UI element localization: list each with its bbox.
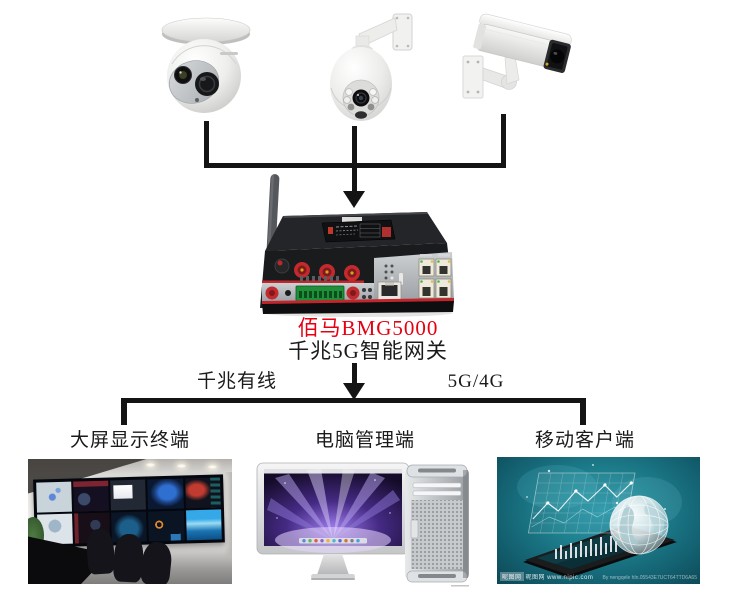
gateway-subtitle-label: 千兆5G智能网关 [288,339,448,363]
link-ptz-to-gateway [352,126,357,192]
bullet-housing [473,13,572,73]
screen-tile [148,509,185,541]
arrow-to-terminals-icon [343,383,365,400]
nipic-watermark-right: By nengqele hln.05543E7UCT64TTD6A65 [602,575,697,581]
monitor-stand [317,554,349,575]
cinema-display [256,462,410,555]
ceiling-light [176,464,186,468]
ir-led-ring [343,88,379,111]
screen-tile [73,480,110,511]
dome-camera-image [150,16,262,122]
led-column [384,264,394,280]
terminal-block [295,285,345,302]
wall-mount-plate [392,13,413,51]
office-chair [112,533,144,583]
sma-antenna-connectors [294,262,360,281]
ceiling-light [146,463,156,467]
perforated-grille [411,500,463,569]
terminal-bus-left-drop [121,398,127,425]
link-dome-to-bus [204,121,209,168]
tower-handle [418,468,456,473]
screen-tile [185,508,222,540]
hologram-line-chart [532,482,632,520]
camera-brand-mark [220,52,238,55]
camera-bus-line [204,163,506,168]
menu-bar [264,469,402,474]
office-chair [140,540,173,584]
wall-bracket [462,55,484,99]
terminal-label-mobile: 移动客户端 [534,430,635,451]
terminal-label-pc: 电脑管理端 [314,430,415,451]
hologram-globe [609,495,669,555]
drive-bay [412,490,462,496]
screen-tile [110,479,147,510]
router-top-label [321,217,396,243]
drive-bay [412,482,462,488]
branch-label-wired: 千兆有线 [196,371,277,392]
arrow-to-gateway-icon [343,191,365,208]
lan-ports-quad [418,258,452,299]
terminal-bus-right-drop [580,398,586,425]
branch-label-5g4g: 5G/4G [447,371,505,392]
indicator-dots [362,288,372,299]
mobile-client-photo: 昵图网昵图网 www.nipic.com By nengqele hln.055… [497,457,700,584]
bullet-camera-image [453,8,580,118]
terminal-label-display-wall: 大屏显示终端 [69,430,190,451]
photo-watermark-mark [451,585,469,587]
dock [299,538,367,544]
hologram-grid-panel [527,472,636,534]
gateway-model-label: 佰马BMG5000 [297,316,439,340]
nipic-logo: 昵图网 [500,572,524,581]
wall-shadow [223,471,232,559]
screen-tile [147,477,184,509]
ceiling-light [207,465,217,469]
screen-tile [184,476,221,508]
nipic-watermark-left: 昵图网昵图网 www.nipic.com [500,572,593,581]
mac-pro-tower [405,464,469,583]
pc-workstation-photo [255,458,475,590]
terminal-pins [300,276,339,281]
ptz-dome-camera-image [313,8,417,126]
aurora-rays [267,469,400,540]
lan-port-single [377,281,402,303]
screen-tile [36,481,73,512]
dome-main-lens [195,72,219,96]
hologram-bars [555,536,617,559]
gateway-router-image [250,170,465,318]
terminal-bus-line [121,398,586,403]
link-bullet-to-bus [501,114,506,168]
display-wall-photo [28,459,232,584]
link-gateway-down [352,363,357,386]
